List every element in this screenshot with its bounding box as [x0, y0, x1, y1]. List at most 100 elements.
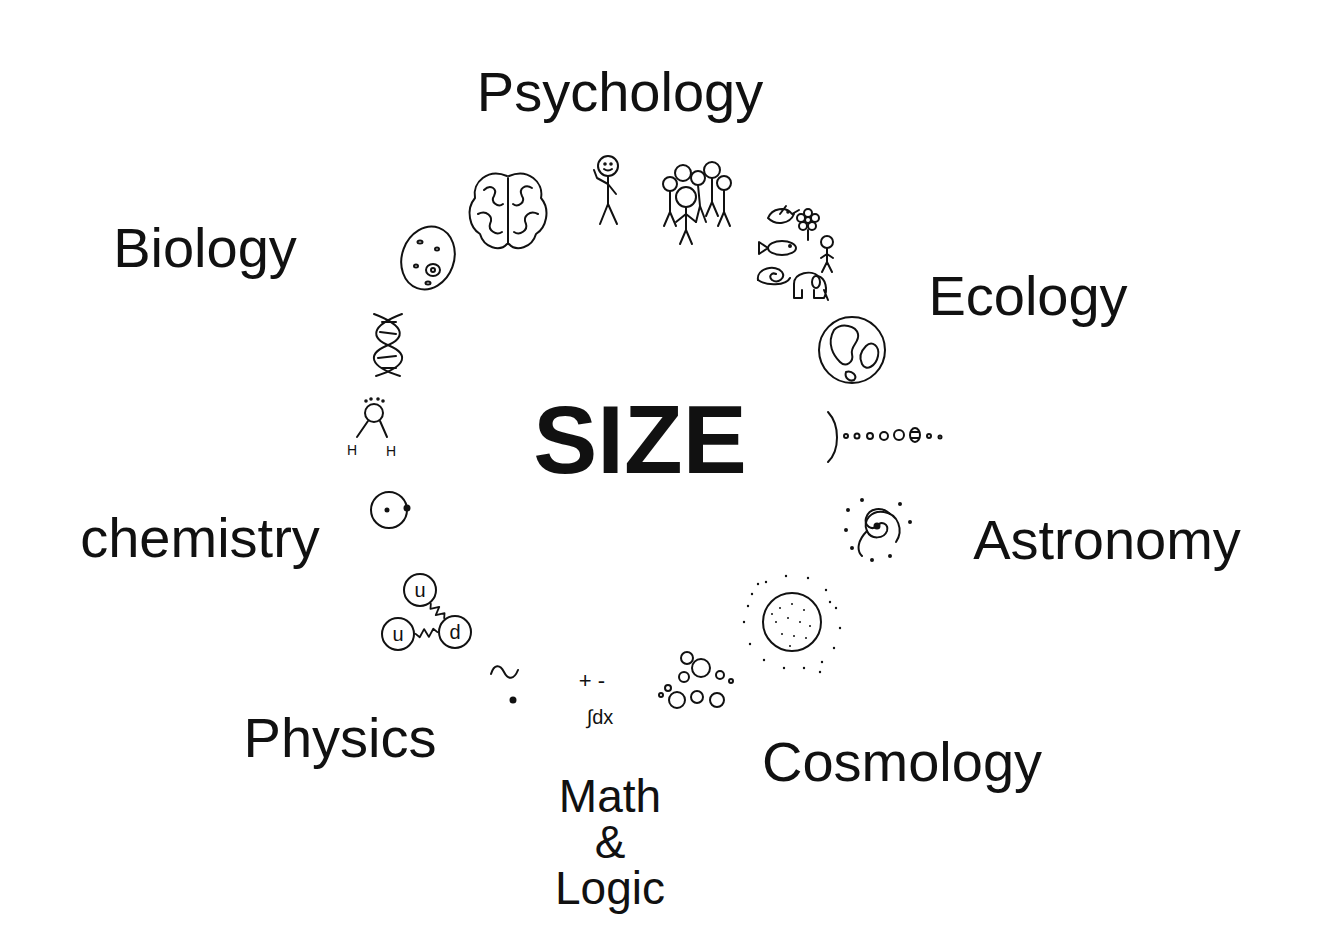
bubbles-icon	[710, 693, 724, 707]
gluon-line	[430, 603, 444, 619]
universe-icon	[775, 621, 777, 623]
earth-icon	[860, 344, 878, 368]
brain-icon	[507, 178, 509, 244]
quark-outline	[439, 616, 471, 648]
universe-icon	[771, 613, 773, 615]
universe-icon	[787, 617, 789, 619]
atom-symbol: H	[386, 444, 396, 459]
crowd-icon	[675, 165, 691, 181]
galaxy-icon	[845, 529, 847, 531]
universe-icon	[765, 581, 767, 583]
person-icon	[604, 163, 606, 165]
quark-circle: u	[381, 617, 415, 651]
water-molecule-icon	[357, 421, 387, 437]
galaxy-icon	[859, 509, 890, 556]
solar-system-icon	[855, 434, 860, 439]
bubbles-icon	[679, 672, 689, 682]
cell-icon	[431, 268, 435, 272]
universe-icon	[785, 575, 787, 577]
cell-icon	[393, 219, 464, 297]
animals-icon	[787, 211, 789, 213]
animals-icon	[821, 236, 833, 248]
wave-icon	[491, 666, 518, 678]
atom-icon	[405, 506, 410, 511]
dna-icon	[376, 314, 402, 376]
animals-icon	[797, 214, 805, 222]
animals-icon	[789, 245, 791, 247]
solar-system-icon	[894, 430, 904, 440]
field-name: Cosmology	[762, 733, 1042, 792]
universe-icon	[839, 627, 841, 629]
dna-icon	[374, 314, 402, 376]
universe-icon	[793, 635, 795, 637]
solar-system-icon	[844, 434, 848, 438]
person-icon	[594, 170, 616, 194]
universe-icon	[783, 667, 785, 669]
crowd-icon	[664, 191, 676, 226]
solar-system-icon	[828, 412, 942, 462]
solar-system-icon	[939, 436, 942, 439]
universe-icon	[763, 659, 765, 661]
solar-system-icon	[910, 428, 920, 442]
quark-outline	[404, 574, 436, 606]
field-name: chemistry	[80, 509, 320, 568]
crowd-icon	[717, 176, 731, 190]
animals-icon	[768, 206, 799, 223]
water-molecule-icon	[370, 398, 372, 400]
galaxy-icon	[875, 524, 880, 529]
atom-icon	[371, 492, 407, 528]
galaxy-icon	[899, 503, 901, 505]
crowd-icon	[696, 185, 706, 222]
universe-icon	[807, 577, 809, 579]
universe-icon	[803, 609, 805, 611]
water-molecule-icon	[365, 400, 367, 402]
atom-symbol: H	[347, 443, 357, 458]
field-name: Physics	[244, 709, 437, 768]
universe-icon	[805, 637, 807, 639]
brain-icon	[470, 174, 547, 248]
field-name: Ecology	[928, 267, 1127, 326]
earth-icon	[819, 317, 885, 383]
universe-icon	[743, 575, 841, 673]
cell-icon	[414, 265, 418, 268]
animals-icon	[808, 222, 816, 230]
bubbles-icon	[691, 691, 703, 703]
field-name: Math & Logic	[555, 773, 665, 911]
crowd-icon	[691, 171, 705, 185]
animals-icon	[768, 241, 796, 255]
field-name: Psychology	[477, 63, 763, 122]
brain-icon	[513, 186, 532, 205]
quark-circle: u	[403, 573, 437, 607]
cell-icon	[426, 282, 431, 285]
universe-icon	[819, 671, 821, 673]
quark-circle: d	[438, 615, 472, 649]
universe-icon	[825, 589, 827, 591]
water-molecule-icon	[377, 398, 379, 400]
universe-icon	[835, 607, 837, 609]
bubbles-icon	[665, 685, 671, 691]
quark-letter: d	[438, 615, 472, 649]
solar-system-icon	[828, 412, 837, 462]
universe-icon	[833, 647, 835, 649]
galaxy-icon	[845, 499, 911, 561]
gluon-line	[415, 629, 438, 637]
cell-icon	[435, 248, 439, 251]
animals-icon	[758, 268, 783, 281]
animals-icon	[821, 248, 833, 272]
galaxy-icon	[889, 555, 891, 557]
crowd-icon	[676, 187, 696, 207]
galaxy-icon	[847, 509, 849, 511]
solar-system-icon	[927, 434, 931, 438]
universe-icon	[779, 607, 781, 609]
galaxy-icon	[861, 499, 863, 501]
bubbles-icon	[716, 671, 724, 679]
math-symbol: + -	[579, 669, 605, 692]
bubbles-icon	[681, 652, 693, 664]
field-name: Astronomy	[973, 511, 1241, 570]
wave-icon	[511, 698, 516, 703]
solar-system-icon	[911, 432, 919, 438]
universe-icon	[747, 605, 749, 607]
quark-outline	[382, 618, 414, 650]
brain-icon	[514, 213, 538, 234]
